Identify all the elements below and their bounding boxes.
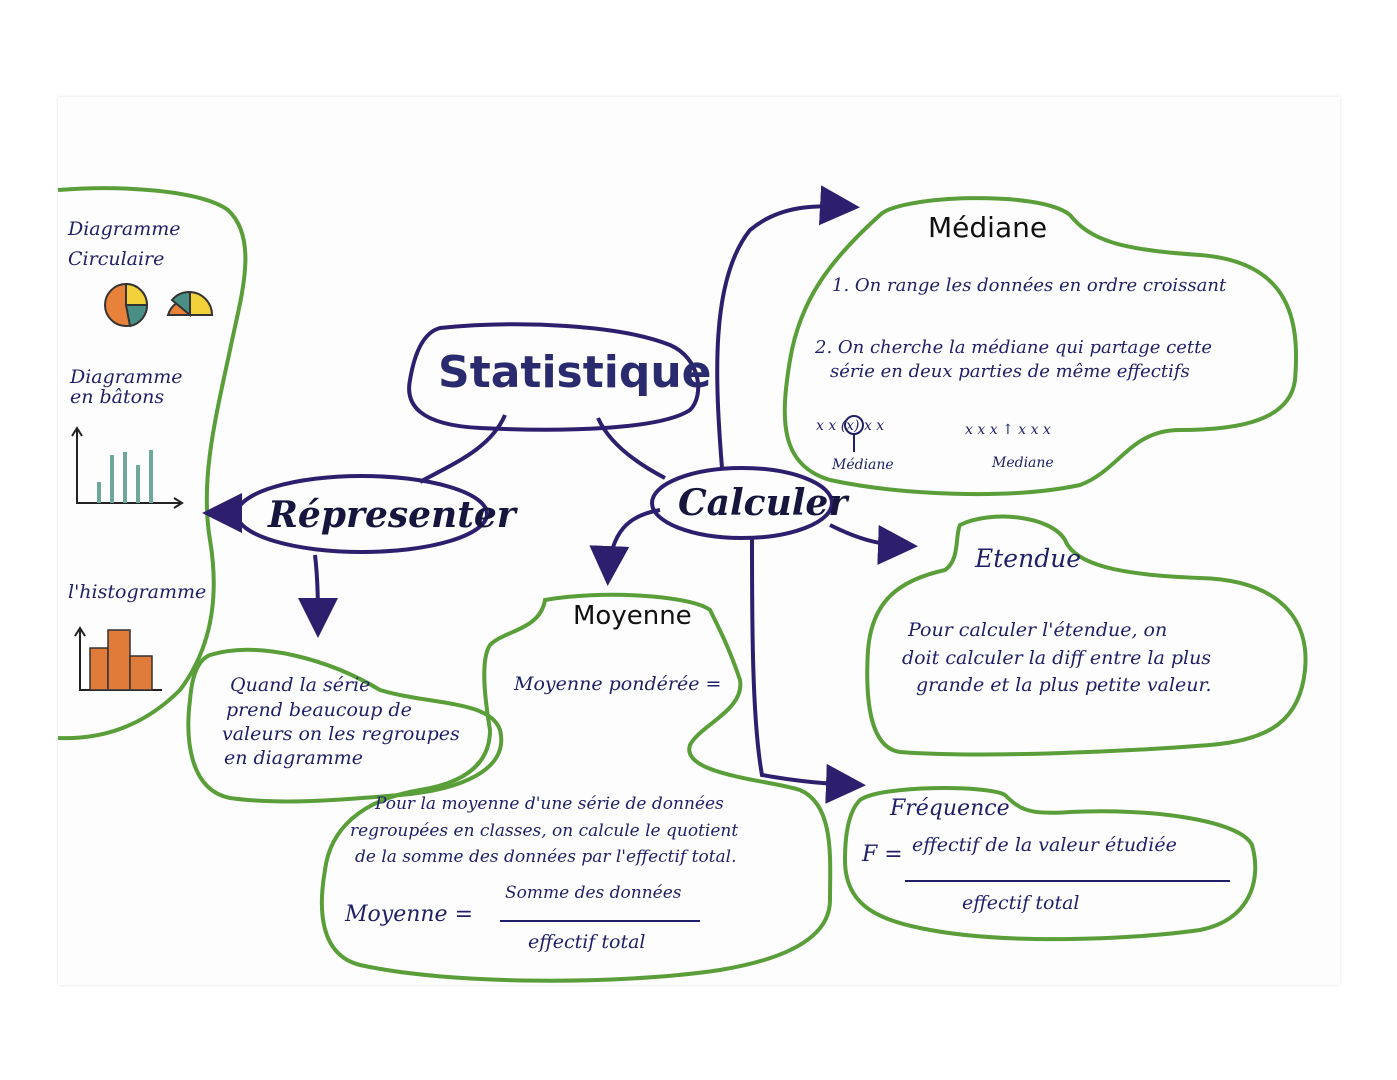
moyenne-formula-numerator: Somme des données	[505, 883, 682, 903]
frequence-formula-denominator: effectif total	[962, 892, 1080, 914]
frequence-formula-numerator: effectif de la valeur étudiée	[912, 834, 1177, 856]
moyenne-title: Moyenne	[573, 601, 692, 631]
moyenne-ponderee: Moyenne pondérée =	[514, 673, 722, 695]
representer-title: Répresenter	[268, 494, 516, 536]
type-pie-label: Diagramme Circulaire	[68, 218, 181, 271]
calculer-title: Calculer	[678, 482, 848, 524]
link-root-representer	[419, 414, 507, 484]
link-root-calculer	[596, 417, 666, 480]
bar-chart-icon	[71, 426, 184, 509]
frequence-title: Fréquence	[890, 796, 1010, 821]
median-example-even: x x x ↑ x x x	[965, 422, 1051, 438]
arrow-calculer-frequence	[750, 537, 866, 804]
arrow-representer-note	[297, 554, 338, 638]
type-bar-label: Diagramme en bâtons	[70, 366, 183, 408]
statistique-title: Statistique	[438, 347, 712, 398]
median-example-odd: x x (x) x x	[816, 418, 885, 434]
arrow-calculer-moyenne	[589, 508, 661, 586]
frequence-formula-lhs: F =	[862, 842, 903, 867]
moyenne-classes-line: Pour la moyenne d'une série de données	[375, 794, 724, 814]
representer-note-line: en diagramme	[224, 747, 363, 769]
pie-chart-icon	[166, 290, 214, 318]
etendue-line: Pour calculer l'étendue, on	[908, 619, 1168, 641]
mediane-step2-line2: série en deux parties de même effectifs	[830, 361, 1190, 382]
representer-note-bubble	[186, 647, 504, 804]
type-hist-label: l'histogramme	[68, 581, 207, 603]
etendue-line: doit calculer la diff entre la plus	[902, 647, 1212, 669]
pie-chart-icon	[104, 282, 149, 328]
mediane-bubble	[782, 196, 1299, 497]
calculer-node-outline	[650, 466, 834, 540]
statistique-node-outline	[407, 322, 701, 432]
etendue-line: grande et la plus petite valeur.	[916, 674, 1212, 696]
moyenne-fraction-bar	[500, 920, 700, 922]
representer-note-line: prend beaucoup de	[226, 699, 412, 721]
etendue-bubble	[865, 514, 1308, 757]
representer-note-line: Quand la série	[230, 674, 371, 696]
arrow-calculer-mediane	[715, 185, 860, 469]
arrow-calculer-etendue	[829, 523, 918, 565]
representer-note-line: valeurs on les regroupes	[222, 723, 460, 745]
mediane-title: Médiane	[928, 211, 1048, 244]
mediane-step2-line1: 2. On cherche la médiane qui partage cet…	[815, 337, 1213, 358]
moyenne-formula-denominator: effectif total	[528, 931, 646, 953]
moyenne-classes-line: de la somme des données par l'effectif t…	[355, 847, 737, 867]
median-label-even: Mediane	[992, 455, 1054, 471]
frequence-bubble	[842, 786, 1258, 942]
etendue-title: Etendue	[975, 544, 1082, 573]
moyenne-classes-line: regroupées en classes, on calcule le quo…	[350, 821, 739, 841]
median-label-odd: Médiane	[832, 457, 894, 473]
frequence-fraction-bar	[905, 880, 1230, 882]
moyenne-bubble	[319, 592, 833, 983]
histogram-icon	[74, 626, 162, 691]
mediane-step1: 1. On range les données en ordre croissa…	[832, 275, 1227, 296]
representer-types-bubble	[57, 186, 248, 741]
moyenne-formula-lhs: Moyenne =	[345, 902, 474, 927]
